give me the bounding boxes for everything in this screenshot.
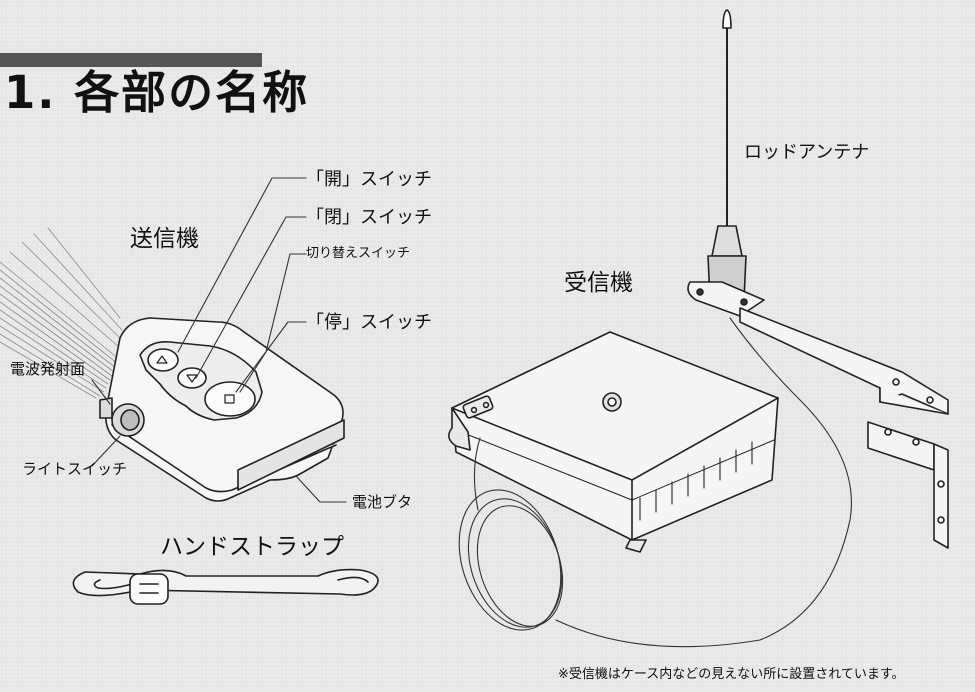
hand-strap	[72, 568, 379, 605]
triangle-up-icon	[156, 355, 168, 364]
label-close-switch: 「閉」スイッチ	[306, 207, 432, 228]
label-open-switch: 「開」スイッチ	[306, 169, 432, 190]
label-light-switch: ライトスイッチ	[22, 460, 128, 478]
signal-wave-hatching	[0, 227, 123, 399]
receiver-body	[448, 331, 779, 553]
square-icon	[224, 394, 235, 404]
label-emission-face: 電波発射面	[10, 360, 86, 378]
footnote: ※受信機はケース内などの見えない所に設置されています。	[558, 667, 905, 682]
triangle-down-icon	[186, 374, 198, 383]
rod-antenna	[687, 9, 949, 549]
label-hand-strap: ハンドストラップ	[160, 534, 344, 560]
section-header-bar	[0, 53, 262, 67]
label-stop-switch: 「停」スイッチ	[306, 312, 432, 333]
label-rod-antenna: ロッドアンテナ	[744, 142, 870, 163]
label-receiver: 受信機	[564, 270, 633, 296]
transmitter-body	[99, 317, 345, 502]
leader-lines	[91, 177, 347, 503]
label-transmitter: 送信機	[130, 226, 199, 252]
page-title: 1. 各部の名称	[4, 66, 310, 119]
label-battery-cover: 電池ブタ	[352, 493, 413, 511]
antenna-cable	[458, 317, 852, 648]
label-selector-switch: 切り替えスイッチ	[306, 246, 411, 261]
